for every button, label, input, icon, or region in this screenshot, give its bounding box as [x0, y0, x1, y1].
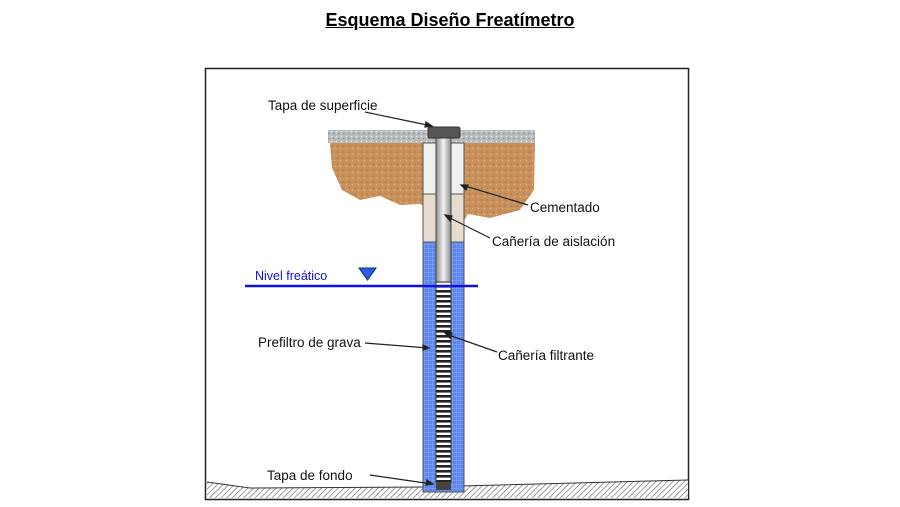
- screen-pipe: [435, 281, 452, 483]
- label-cemented: Cementado: [530, 200, 600, 215]
- casing-pipe: [435, 137, 452, 283]
- label-surface-cap: Tapa de superficie: [268, 98, 378, 113]
- label-water-table: Nivel freático: [255, 269, 327, 283]
- label-screen-pipe: Cañería filtrante: [498, 348, 594, 363]
- diagram-title: Esquema Diseño Freatímetro: [325, 10, 575, 30]
- label-gravel-prefilter: Prefiltro de grava: [258, 335, 361, 350]
- bottom-cap: [436, 482, 451, 490]
- water-level-triangle-icon: [358, 267, 377, 281]
- label-bottom-cap: Tapa de fondo: [267, 468, 353, 483]
- surface-cap: [427, 126, 461, 139]
- label-casing: Cañería de aislación: [492, 234, 615, 249]
